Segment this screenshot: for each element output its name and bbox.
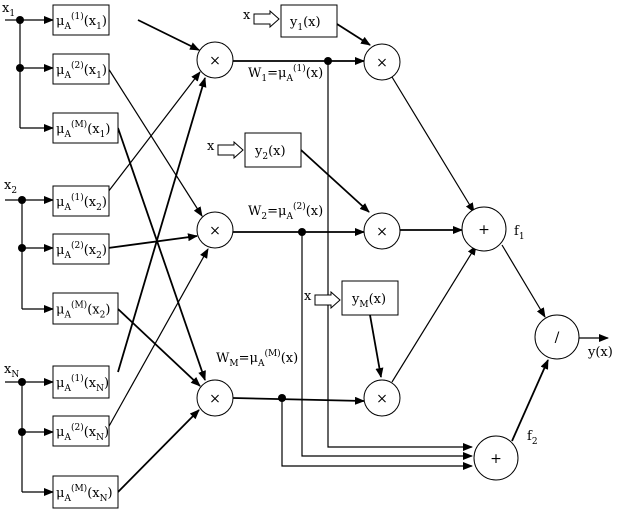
sum-f1-connections xyxy=(391,76,477,383)
product-node-rule-1: × xyxy=(196,41,234,79)
hollow-arrow-icon xyxy=(314,290,341,310)
consequent-yM-text: yM(x) xyxy=(351,292,386,310)
weighted-output-node-2: × xyxy=(363,212,401,250)
consequent-yM: x yM(x) xyxy=(304,280,399,316)
weight-lines xyxy=(232,57,473,470)
mf-box-label: μA(1)(xN) xyxy=(56,373,109,394)
mf-box-label: μA(M)(x2) xyxy=(56,300,110,321)
mf-box-xN-M: μA(M)(xN) xyxy=(52,475,119,509)
sum-symbol: + xyxy=(478,222,490,238)
hollow-arrow-icon xyxy=(217,140,244,160)
junction-dot xyxy=(324,57,332,65)
mf-box-x2-M: μA(M)(x2) xyxy=(52,292,119,325)
junction-dot xyxy=(278,394,286,402)
input-x2-label: x2 xyxy=(4,178,17,196)
junction-dot xyxy=(18,428,26,436)
consequent-y2-text: y2(x) xyxy=(254,144,286,162)
mf-box-label: μA(2)(xN) xyxy=(56,422,109,443)
input-x1-fanout xyxy=(5,16,54,132)
junction-dot xyxy=(18,196,26,204)
weighted-output-node-1: × xyxy=(363,43,401,81)
product-node-rule-2: × xyxy=(196,211,234,249)
mf-box-xN-1: μA(1)(xN) xyxy=(52,365,110,399)
consequent-input-x: x xyxy=(207,139,215,154)
hollow-arrow-icon xyxy=(253,9,280,29)
mf-box-xN-2: μA(2)(xN) xyxy=(52,415,110,447)
mf-to-product-connections xyxy=(107,19,209,493)
output-label: y(x) xyxy=(587,345,613,360)
junction-dot xyxy=(298,228,306,236)
sum-label-f2: f2 xyxy=(527,429,538,447)
junction-dot xyxy=(16,16,24,24)
mf-box-x2-2: μA(2)(x2) xyxy=(52,233,110,265)
consequent-y2: x y2(x) xyxy=(207,132,302,168)
division-node: / xyxy=(534,314,580,360)
mf-box-label: μA(1)(x2) xyxy=(56,192,107,213)
multiply-symbol: × xyxy=(209,223,221,239)
mf-box-label: μA(2)(x1) xyxy=(56,60,107,81)
sum-node-f2: + xyxy=(473,435,519,481)
mf-box-x2-1: μA(1)(x2) xyxy=(52,185,110,217)
divide-symbol: / xyxy=(555,330,560,346)
multiply-symbol: × xyxy=(376,55,388,71)
product-node-rule-M: × xyxy=(196,379,234,417)
consequent-input-x: x xyxy=(304,289,312,304)
consequent-input-x: x xyxy=(243,8,251,23)
consequent-y1: x y1(x) xyxy=(243,4,338,38)
mf-box-x1-2: μA(2)(x1) xyxy=(52,53,110,85)
multiply-symbol: × xyxy=(209,53,221,69)
multiply-symbol: × xyxy=(376,224,388,240)
mf-box-x1-1: μA(1)(x1) xyxy=(52,4,110,36)
consequent-y1-text: y1(x) xyxy=(289,15,321,33)
mf-box-label: μA(M)(xN) xyxy=(56,483,113,504)
multiply-symbol: × xyxy=(376,391,388,407)
mf-box-label: μA(M)(x1) xyxy=(56,119,110,140)
mf-box-label: μA(2)(x2) xyxy=(56,240,107,261)
input-xN-label: xN xyxy=(4,362,19,380)
weight-label-WM: WM=μA(M)(x) xyxy=(216,348,298,369)
sum-symbol: + xyxy=(490,451,502,467)
input-xN-fanout xyxy=(5,378,54,496)
mf-box-label: μA(1)(x1) xyxy=(56,11,107,32)
division-connections xyxy=(501,244,549,442)
junction-dot xyxy=(18,244,26,252)
membership-function-boxes: μA(1)(x1) μA(2)(x1) μA(M)(x1) μA(1)(x2) μA(2… xyxy=(52,4,119,509)
junction-dot xyxy=(16,64,24,72)
weighted-output-node-M: × xyxy=(363,379,401,417)
sum-label-f1: f1 xyxy=(514,224,525,242)
input-x2-fanout xyxy=(5,196,54,313)
input-x1-label: x1 xyxy=(2,1,15,19)
sum-node-f1: + xyxy=(461,206,507,252)
weight-label-W2: W2=μA(2)(x) xyxy=(248,201,323,222)
mf-box-x1-M: μA(M)(x1) xyxy=(52,112,119,144)
multiply-symbol: × xyxy=(209,391,221,407)
weight-label-W1: W1=μA(1)(x) xyxy=(248,63,323,84)
consequent-connections xyxy=(300,23,384,378)
junction-dot xyxy=(18,378,26,386)
